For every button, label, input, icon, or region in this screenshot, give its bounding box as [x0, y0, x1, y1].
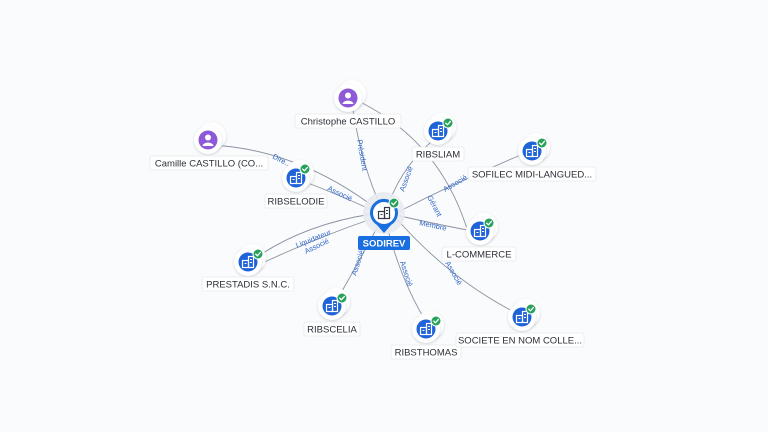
- verified-check-icon: [525, 303, 537, 315]
- node-label: RIBSLIAM: [416, 150, 460, 161]
- node-label-box: [441, 246, 517, 262]
- edge-label-lcommerce: Membre: [419, 218, 448, 233]
- node-camille[interactable]: Camille CASTILLO (CO...: [149, 122, 269, 171]
- node-label-box: [264, 193, 328, 209]
- node-ribscelia[interactable]: RIBSCELIA: [303, 288, 361, 337]
- verified-check-icon: [430, 315, 442, 327]
- node-label-box: [294, 113, 402, 129]
- node-label-box: [411, 146, 465, 162]
- verified-check-icon: [299, 163, 311, 175]
- node-label: RIBSTHOMAS: [395, 348, 458, 359]
- node-prestadis[interactable]: PRESTADIS S.N.C.: [201, 244, 295, 292]
- node-label: SOCIETE EN NOM COLLE...: [458, 336, 582, 347]
- node-label: SOFILEC MIDI-LANGUED...: [472, 170, 592, 181]
- edge-label-christophe-lcommerce: Gérant: [425, 194, 444, 219]
- node-label: Christophe CASTILLO: [301, 117, 396, 128]
- node-ribsliam[interactable]: RIBSLIAM: [411, 113, 465, 162]
- edge-label-ribsthomas: Associé: [398, 260, 415, 288]
- edge-label-ribscelia: Associé: [349, 249, 366, 277]
- node-label-box: [390, 344, 462, 360]
- node-center-sodirev[interactable]: SODIREV: [358, 192, 410, 250]
- node-label: Camille CASTILLO (CO...: [155, 159, 263, 170]
- verified-check-icon: [536, 137, 548, 149]
- edge-label-societe: Associé: [443, 260, 464, 287]
- node-societe[interactable]: SOCIETE EN NOM COLLE...: [455, 299, 585, 348]
- center-label: SODIREV: [363, 239, 406, 250]
- node-label: L-COMMERCE: [447, 250, 512, 261]
- edge-label-sofilec: Associé: [442, 173, 469, 194]
- node-label: RIBSCELIA: [307, 325, 357, 336]
- node-label: PRESTADIS S.N.C.: [206, 280, 290, 291]
- nodes-layer: Christophe CASTILLO Camille CASTILLO (CO…: [149, 80, 597, 360]
- center-label-badge: [358, 236, 410, 250]
- node-label-box: [201, 276, 295, 292]
- building-icon: [377, 206, 391, 220]
- node-ribsthomas[interactable]: RIBSTHOMAS: [390, 311, 462, 360]
- verified-check-icon: [483, 217, 495, 229]
- node-label-box: [467, 166, 597, 182]
- verified-check-icon: [252, 248, 264, 260]
- verified-check-icon: [388, 197, 400, 209]
- node-christophe[interactable]: Christophe CASTILLO: [294, 80, 402, 129]
- verified-check-icon: [336, 292, 348, 304]
- node-label-box: [455, 332, 585, 348]
- edge-sofilec: [397, 151, 529, 213]
- node-sofilec[interactable]: SOFILEC MIDI-LANGUED...: [467, 133, 597, 182]
- node-label-box: [303, 321, 361, 337]
- node-label: RIBSELODIE: [267, 197, 324, 208]
- edge-label-ribselodie: Associé: [326, 184, 354, 204]
- edge-societe: [395, 217, 521, 316]
- node-label-box: [149, 155, 269, 171]
- verified-check-icon: [442, 117, 454, 129]
- edge-label-christophe: Président: [355, 139, 370, 173]
- node-ribselodie[interactable]: RIBSELODIE: [264, 160, 328, 209]
- node-lcommerce[interactable]: L-COMMERCE: [441, 213, 517, 262]
